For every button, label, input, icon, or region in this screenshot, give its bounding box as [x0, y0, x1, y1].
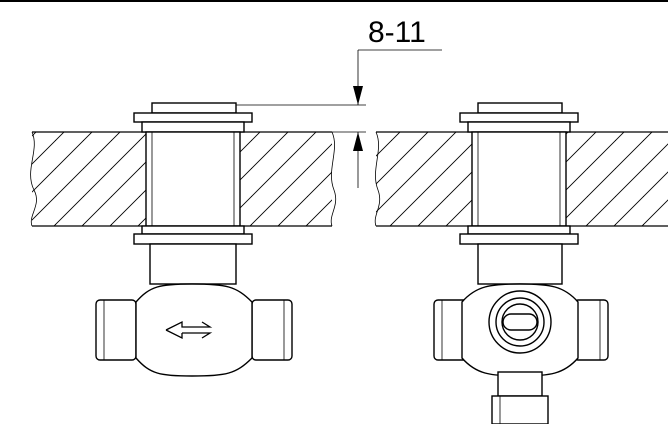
dimension-arrow-up-icon [353, 132, 363, 151]
arrow-left-icon [165, 320, 213, 340]
thickness-dimension: 8-11 [236, 16, 442, 188]
valve-left-assembly [95, 102, 293, 377]
dimension-arrow-down-icon [353, 86, 363, 105]
valve-right-assembly [433, 102, 609, 424]
dimension-label: 8-11 [368, 16, 426, 49]
